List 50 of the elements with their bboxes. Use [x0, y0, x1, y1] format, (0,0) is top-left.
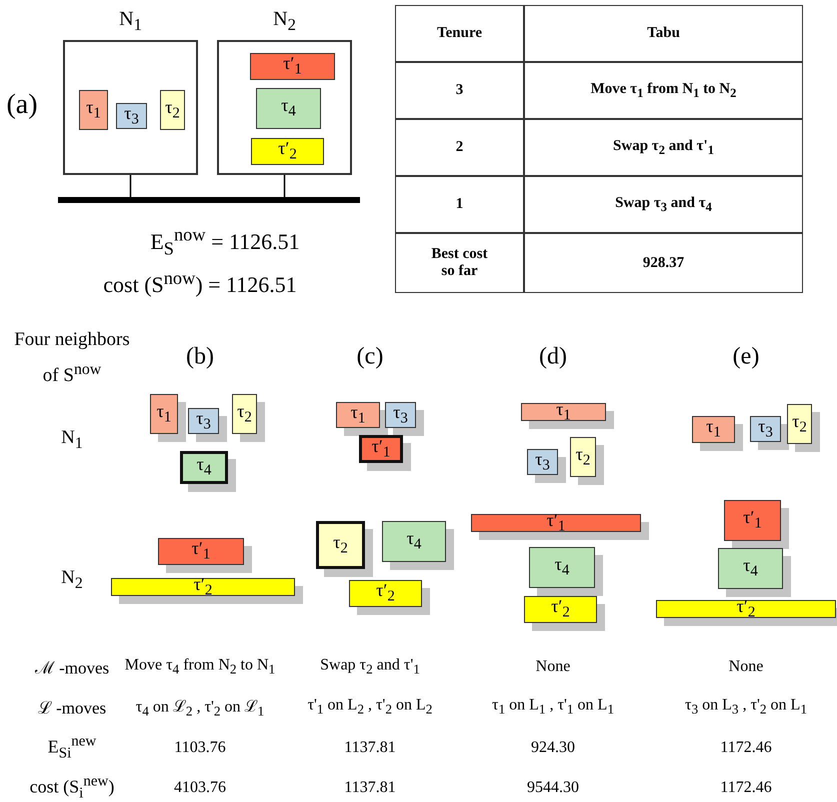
move-text: None [728, 658, 764, 676]
move-text: 1137.81 [344, 779, 396, 797]
node-heading: N$_{1}$ [118, 8, 143, 35]
row-heading: ℒ -moves [38, 698, 106, 718]
move-text: 4103.76 [174, 779, 226, 797]
move-text: Swap τ$_{2}$ and τ'$_{1}$ [320, 656, 420, 678]
move-text: τ$_{1}$ on L$_{1}$ , τ'$_{1}$ on L$_{1}$ [492, 696, 614, 718]
move-text: 924.30 [531, 739, 575, 757]
move-text: None [536, 658, 570, 676]
task-block: τ$_{3}$ [116, 103, 147, 129]
table-cell: 928.37 [524, 233, 803, 293]
table-cell: 1 [395, 176, 524, 233]
row-heading: N$_{2}$ [61, 567, 83, 593]
move-text: 1137.81 [344, 739, 396, 757]
move-text: Move τ$_{4}$ from N$_{2}$ to N$_{1}$ [124, 656, 276, 678]
row-heading: cost (S$_{i}$$^{new}$) [30, 774, 114, 802]
task-block: τ′$_{1}$ [250, 53, 335, 80]
table-cell: 3 [395, 62, 524, 119]
table-cell: 2 [395, 119, 524, 176]
table-cell: Swap τ$_{2}$ and τ'$_{1}$ [524, 119, 803, 176]
row-heading: Four neighbors of S$^{now}$ [13, 328, 131, 388]
table-cell: Tabu [524, 5, 803, 62]
cost-value: cost (S$^{now}$) = 1126.51 [103, 268, 297, 298]
move-text: τ$_{4}$ on ℒ$_{2}$ , τ'$_{2}$ on ℒ$_{1}$ [136, 697, 264, 720]
task-block: τ$_{4}$ [256, 88, 321, 129]
connector-line [284, 175, 286, 197]
move-text: 9544.30 [527, 779, 579, 797]
task-block: τ$_{1}$ [79, 90, 108, 130]
energy-value: E$_{S}$$^{now}$ = 1126.51 [150, 224, 300, 260]
table-cell: Swap τ$_{3}$ and τ$_{4}$ [524, 176, 803, 233]
table-cell: Tenure [395, 5, 524, 62]
move-text: τ'$_{1}$ on L$_{2}$ , τ'$_{2}$ on L$_{2}$ [308, 696, 432, 718]
move-text: τ$_{3}$ on L$_{3}$ , τ'$_{2}$ on L$_{1}$ [685, 696, 807, 718]
panel-label: (e) [732, 344, 760, 370]
move-text: 1172.46 [720, 739, 772, 757]
connector-line [130, 175, 132, 197]
move-text: 1172.46 [720, 779, 772, 797]
task-block: τ′$_{2}$ [251, 138, 324, 165]
bus-bar [58, 197, 360, 203]
panel-label: (c) [356, 344, 384, 370]
panel-label: (a) [6, 89, 38, 121]
row-heading: ℳ -moves [34, 658, 110, 678]
table-cell: Move τ$_{1}$ from N$_{1}$ to N$_{2}$ [524, 62, 803, 119]
row-heading: N$_{1}$ [61, 427, 83, 453]
move-text: 1103.76 [174, 739, 226, 757]
table-cell: Best cost so far [395, 233, 524, 293]
panel-label: (d) [539, 344, 567, 370]
node-heading: N$_{2}$ [272, 8, 297, 35]
task-block: τ$_{2}$ [160, 90, 185, 130]
panel-label: (b) [186, 344, 214, 370]
